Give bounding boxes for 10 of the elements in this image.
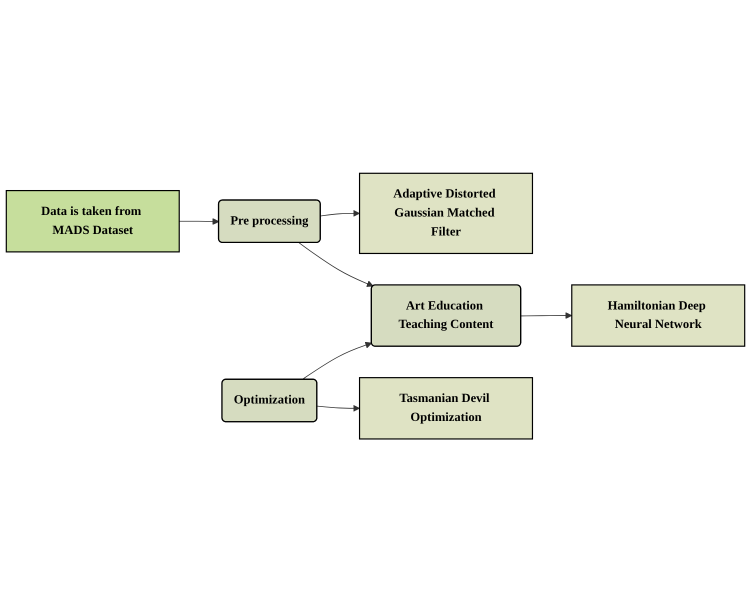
arrow bbox=[302, 342, 372, 380]
arrow bbox=[316, 404, 360, 412]
arrow bbox=[298, 242, 374, 287]
arrow bbox=[178, 218, 220, 225]
node-box: Hamiltonian Deep Neural Network bbox=[571, 284, 746, 347]
arrow bbox=[320, 210, 360, 217]
arrow bbox=[520, 312, 572, 319]
node-box: Adaptive Distorted Gaussian Matched Filter bbox=[358, 172, 534, 254]
node-box: Data is taken from MADS Dataset bbox=[6, 190, 180, 252]
node-box: Tasmanian Devil Optimization bbox=[358, 376, 534, 440]
